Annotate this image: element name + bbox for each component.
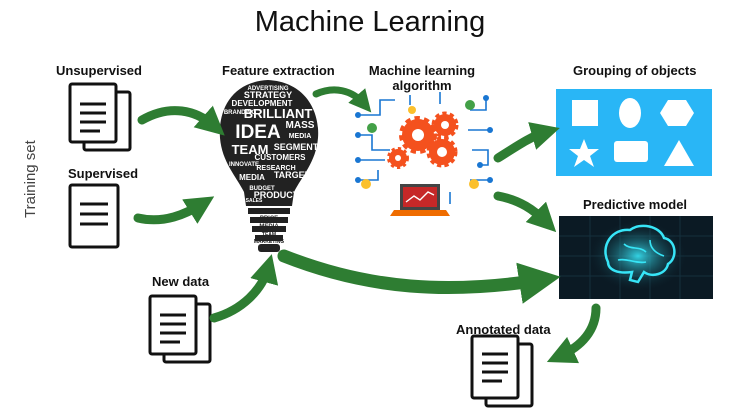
arrow-feature-to-predictive xyxy=(277,249,561,304)
flow-arrows xyxy=(133,86,601,364)
word-cloud-word: IDEA xyxy=(235,122,281,143)
arrow-algorithm-to-predictive xyxy=(493,191,557,233)
word-cloud-word: DEVELOPMENT xyxy=(232,99,293,108)
label-feature-extraction: Feature extraction xyxy=(222,63,335,78)
word-cloud-word: RESEARCH xyxy=(256,165,295,172)
laptop-icon xyxy=(390,184,450,216)
word-cloud-word: INNOVATE xyxy=(229,162,259,168)
shapes-icon xyxy=(569,98,694,167)
arrow-predictive-to-annotated xyxy=(546,303,601,364)
grouping-panel xyxy=(556,89,712,176)
label-ml-algorithm-line2: algorithm xyxy=(392,78,452,93)
unsupervised-documents-icon xyxy=(68,82,132,152)
arrow-newdata-to-feature xyxy=(209,254,279,323)
brain-icon xyxy=(604,224,676,284)
ml-algorithm-illustration xyxy=(355,92,493,216)
word-cloud-word: PRICE xyxy=(260,216,278,222)
word-cloud-word: ADVERTISING xyxy=(247,86,288,92)
word-cloud-word: PRODUCT xyxy=(254,190,299,200)
word-cloud-word: MEDIA xyxy=(239,173,265,182)
word-cloud-word: SEGMENT xyxy=(274,142,319,152)
annotated-data-documents-icon xyxy=(470,334,534,408)
word-cloud-word: MARKETING xyxy=(254,239,284,245)
label-supervised: Supervised xyxy=(68,166,139,181)
arrow-unsupervised-to-feature xyxy=(137,105,225,136)
label-new-data: New data xyxy=(152,274,210,289)
word-cloud-word: BUDGET xyxy=(249,186,275,192)
word-cloud-word: SALES xyxy=(246,198,263,204)
word-cloud-word: STRATEGY xyxy=(244,90,292,100)
new-data-documents-icon xyxy=(148,294,212,364)
word-cloud-word: TEAM xyxy=(262,232,276,238)
label-ml-algorithm: Machine learning algorithm xyxy=(362,63,482,93)
word-cloud-word: TARGET xyxy=(274,170,311,180)
word-cloud-word: TEAM xyxy=(232,142,269,157)
label-training-set: Training set xyxy=(22,140,39,218)
word-cloud-word: MASS xyxy=(286,120,315,131)
word-cloud-word: BRILLIANT xyxy=(244,106,313,121)
page-title: Machine Learning xyxy=(254,6,486,38)
word-cloud-word: CUSTOMERS xyxy=(255,153,307,162)
arrow-algorithm-to-grouping xyxy=(493,122,560,163)
label-predictive-model: Predictive model xyxy=(583,197,688,212)
arrow-feature-to-algorithm xyxy=(312,86,372,113)
label-grouping: Grouping of objects xyxy=(573,63,697,78)
word-cloud-word: SERVICE xyxy=(260,246,278,251)
word-cloud-word: MASS COMPANY xyxy=(248,208,290,214)
gears-icon xyxy=(387,111,459,169)
arrow-supervised-to-feature xyxy=(133,196,215,225)
word-cloud-word: MEDIA xyxy=(289,133,312,140)
word-cloud-word: MEDIA xyxy=(259,224,279,230)
supervised-document-icon xyxy=(68,183,120,249)
predictive-model-panel xyxy=(559,216,713,299)
label-annotated-data: Annotated data xyxy=(456,322,551,337)
label-ml-algorithm-line1: Machine learning xyxy=(368,63,476,78)
label-unsupervised: Unsupervised xyxy=(56,63,142,78)
word-cloud-word: BRANDING xyxy=(224,110,257,116)
